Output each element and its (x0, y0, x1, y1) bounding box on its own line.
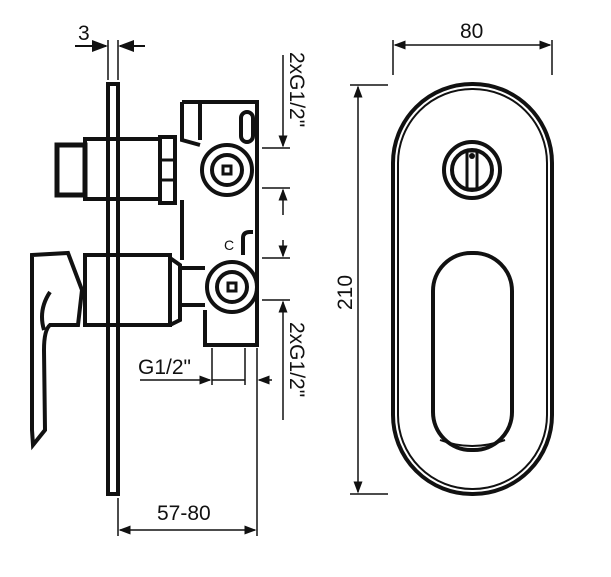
valve-body (180, 100, 259, 347)
diverter-body (83, 137, 162, 201)
mixer-body (83, 253, 172, 327)
dim-width: 80 (392, 20, 553, 75)
diverter-knob-front (442, 140, 502, 200)
outlet-port-top (200, 143, 254, 197)
outlet-port-bottom (205, 260, 259, 314)
dim-outlet-bottom: 2xG1/2" (262, 240, 308, 420)
wall-plate (106, 82, 120, 496)
svg-text:2xG1/2": 2xG1/2" (285, 322, 308, 397)
svg-text:80: 80 (460, 20, 483, 43)
cover-plate (391, 82, 554, 496)
dim-plate-thickness: 3 (75, 22, 145, 80)
diverter-knob (54, 142, 88, 198)
dim-outlet-top: 2xG1/2" (262, 52, 308, 215)
lever-handle (30, 250, 85, 451)
dim-inlet: G1/2" (138, 348, 272, 385)
front-view (391, 82, 554, 496)
svg-text:3: 3 (78, 22, 90, 45)
side-view: C (30, 82, 259, 496)
dim-depth: 57-80 (117, 348, 258, 536)
diverter-nut (158, 135, 177, 205)
svg-text:57-80: 57-80 (157, 502, 211, 525)
svg-text:2xG1/2": 2xG1/2" (285, 52, 308, 127)
dim-height: 210 (334, 84, 388, 495)
svg-text:210: 210 (334, 275, 357, 310)
lever-front (431, 251, 514, 452)
cold-symbol: C (224, 237, 234, 253)
svg-text:G1/2": G1/2" (138, 356, 191, 379)
